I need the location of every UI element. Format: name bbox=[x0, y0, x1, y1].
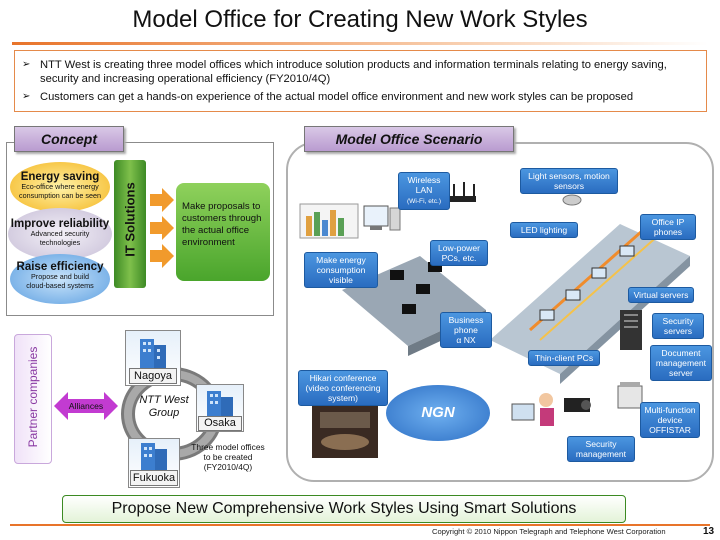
thin-client-callout: Thin-client PCs bbox=[528, 350, 600, 366]
energy-visible-callout: Make energy consumption visible bbox=[304, 252, 378, 288]
intro-bullet-1: ➢ NTT West is creating three model offic… bbox=[22, 58, 697, 86]
led-lighting-callout: LED lighting bbox=[510, 222, 578, 238]
copyright-text: Copyright © 2010 Nippon Telegraph and Te… bbox=[432, 527, 666, 536]
energy-saving-sub: Eco-office where energy consumption can … bbox=[19, 182, 101, 200]
business-phone-callout: Business phone α NX bbox=[440, 312, 492, 348]
proposal-box: Make proposals to customers through the … bbox=[176, 183, 270, 281]
wireless-lan-sub: (Wi-Fi, etc.) bbox=[406, 198, 442, 205]
it-solutions-label: IT Solutions bbox=[122, 182, 138, 257]
energy-saving-ellipse: Energy saving Eco-office where energy co… bbox=[10, 162, 110, 212]
document-server-callout: Document management server bbox=[650, 345, 712, 381]
partner-companies-box bbox=[14, 334, 52, 464]
alliances-label: Alliances bbox=[68, 401, 104, 411]
partner-companies-label: Partner companies bbox=[26, 346, 40, 448]
fukuoka-label: Fukuoka bbox=[130, 470, 178, 486]
three-offices-note: Three model offices to be created (FY201… bbox=[191, 442, 265, 472]
office-ip-phones-callout: Office IP phones bbox=[640, 214, 696, 240]
alliances-arrow-icon bbox=[54, 392, 118, 420]
intro-bullet-2: ➢ Customers can get a hands-on experienc… bbox=[22, 90, 697, 104]
intro-box bbox=[14, 50, 707, 112]
bullet-arrow-icon: ➢ bbox=[22, 91, 31, 102]
improve-reliability-sub: Advanced security technologies bbox=[30, 229, 90, 247]
concept-tab: Concept bbox=[14, 126, 124, 152]
multifunction-callout: Multi-function device OFFISTAR bbox=[640, 402, 700, 438]
improve-reliability-ellipse: Improve reliability Advanced security te… bbox=[8, 208, 112, 260]
title-divider bbox=[12, 42, 708, 45]
page-title: Model Office for Creating New Work Style… bbox=[132, 6, 588, 33]
ngn-cloud: NGN bbox=[386, 385, 490, 441]
bottom-banner: Propose New Comprehensive Work Styles Us… bbox=[62, 495, 626, 523]
improve-reliability-title: Improve reliability bbox=[10, 218, 110, 230]
raise-efficiency-title: Raise efficiency bbox=[16, 261, 104, 273]
page-number: 13 bbox=[703, 526, 715, 537]
security-servers-callout: Security servers bbox=[652, 313, 704, 339]
business-phone-label: Business phone bbox=[448, 315, 484, 335]
business-phone-model: α NX bbox=[456, 335, 476, 345]
ntt-west-group-label: NTT West Group bbox=[139, 394, 189, 419]
concept-arrows-icon bbox=[150, 188, 174, 268]
osaka-label: Osaka bbox=[198, 416, 242, 431]
scenario-tab: Model Office Scenario bbox=[304, 126, 514, 152]
nagoya-label: Nagoya bbox=[129, 368, 177, 384]
wireless-lan-label: Wireless LAN bbox=[407, 175, 441, 195]
hikari-conference-callout: Hikari conference (video conferencing sy… bbox=[298, 370, 388, 406]
it-solutions-bar bbox=[114, 160, 146, 288]
bullet-arrow-icon: ➢ bbox=[22, 59, 31, 70]
bottom-divider bbox=[10, 524, 710, 526]
security-mgmt-callout: Security management bbox=[567, 436, 635, 462]
light-sensors-callout: Light sensors, motion sensors bbox=[520, 168, 618, 194]
energy-saving-title: Energy saving bbox=[20, 171, 100, 183]
wireless-lan-callout: Wireless LAN (Wi-Fi, etc.) bbox=[398, 172, 450, 210]
raise-efficiency-ellipse: Raise efficiency Propose and build cloud… bbox=[10, 254, 110, 304]
raise-efficiency-sub: Propose and build cloud-based systems bbox=[26, 272, 94, 290]
low-power-pcs-callout: Low-power PCs, etc. bbox=[430, 240, 488, 266]
intro-bullet-text: Customers can get a hands-on experience … bbox=[40, 91, 634, 103]
virtual-servers-callout: Virtual servers bbox=[628, 287, 694, 303]
intro-bullet-text: NTT West is creating three model offices… bbox=[40, 59, 667, 85]
